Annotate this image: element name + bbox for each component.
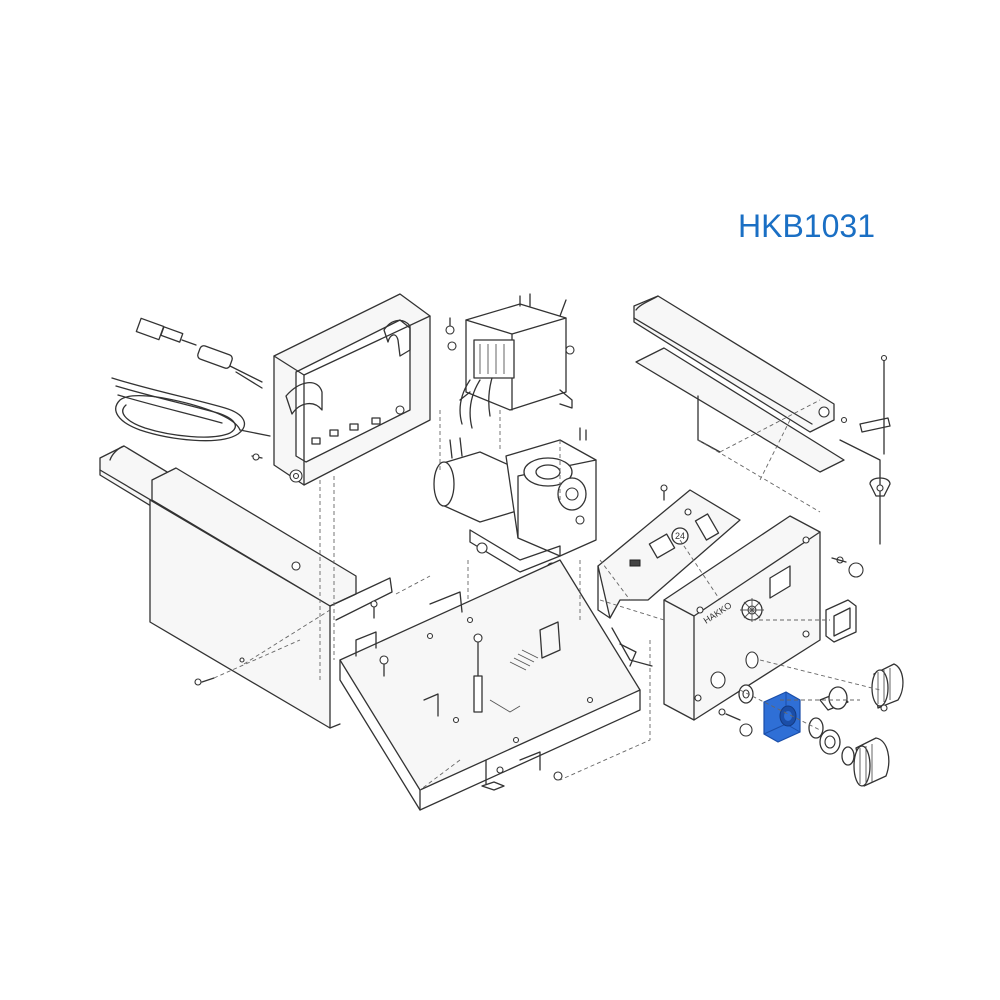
top-right-cover [633,295,891,545]
plug-connector [135,317,263,389]
rear-frame [251,293,431,486]
pump-assembly [433,427,597,574]
power-cord [111,377,271,442]
base-chassis [194,559,641,811]
part-code-label: HKB1031 [738,208,875,244]
transformer [445,293,575,429]
front-panel: HAKKO [663,515,864,737]
pcb-board: 24 [597,484,741,667]
callout-number: 24 [675,531,685,541]
assembly-guide-lines [213,399,881,791]
rocker-switch [825,599,857,643]
left-cover [99,445,393,729]
highlighted-socket-part [763,691,801,743]
